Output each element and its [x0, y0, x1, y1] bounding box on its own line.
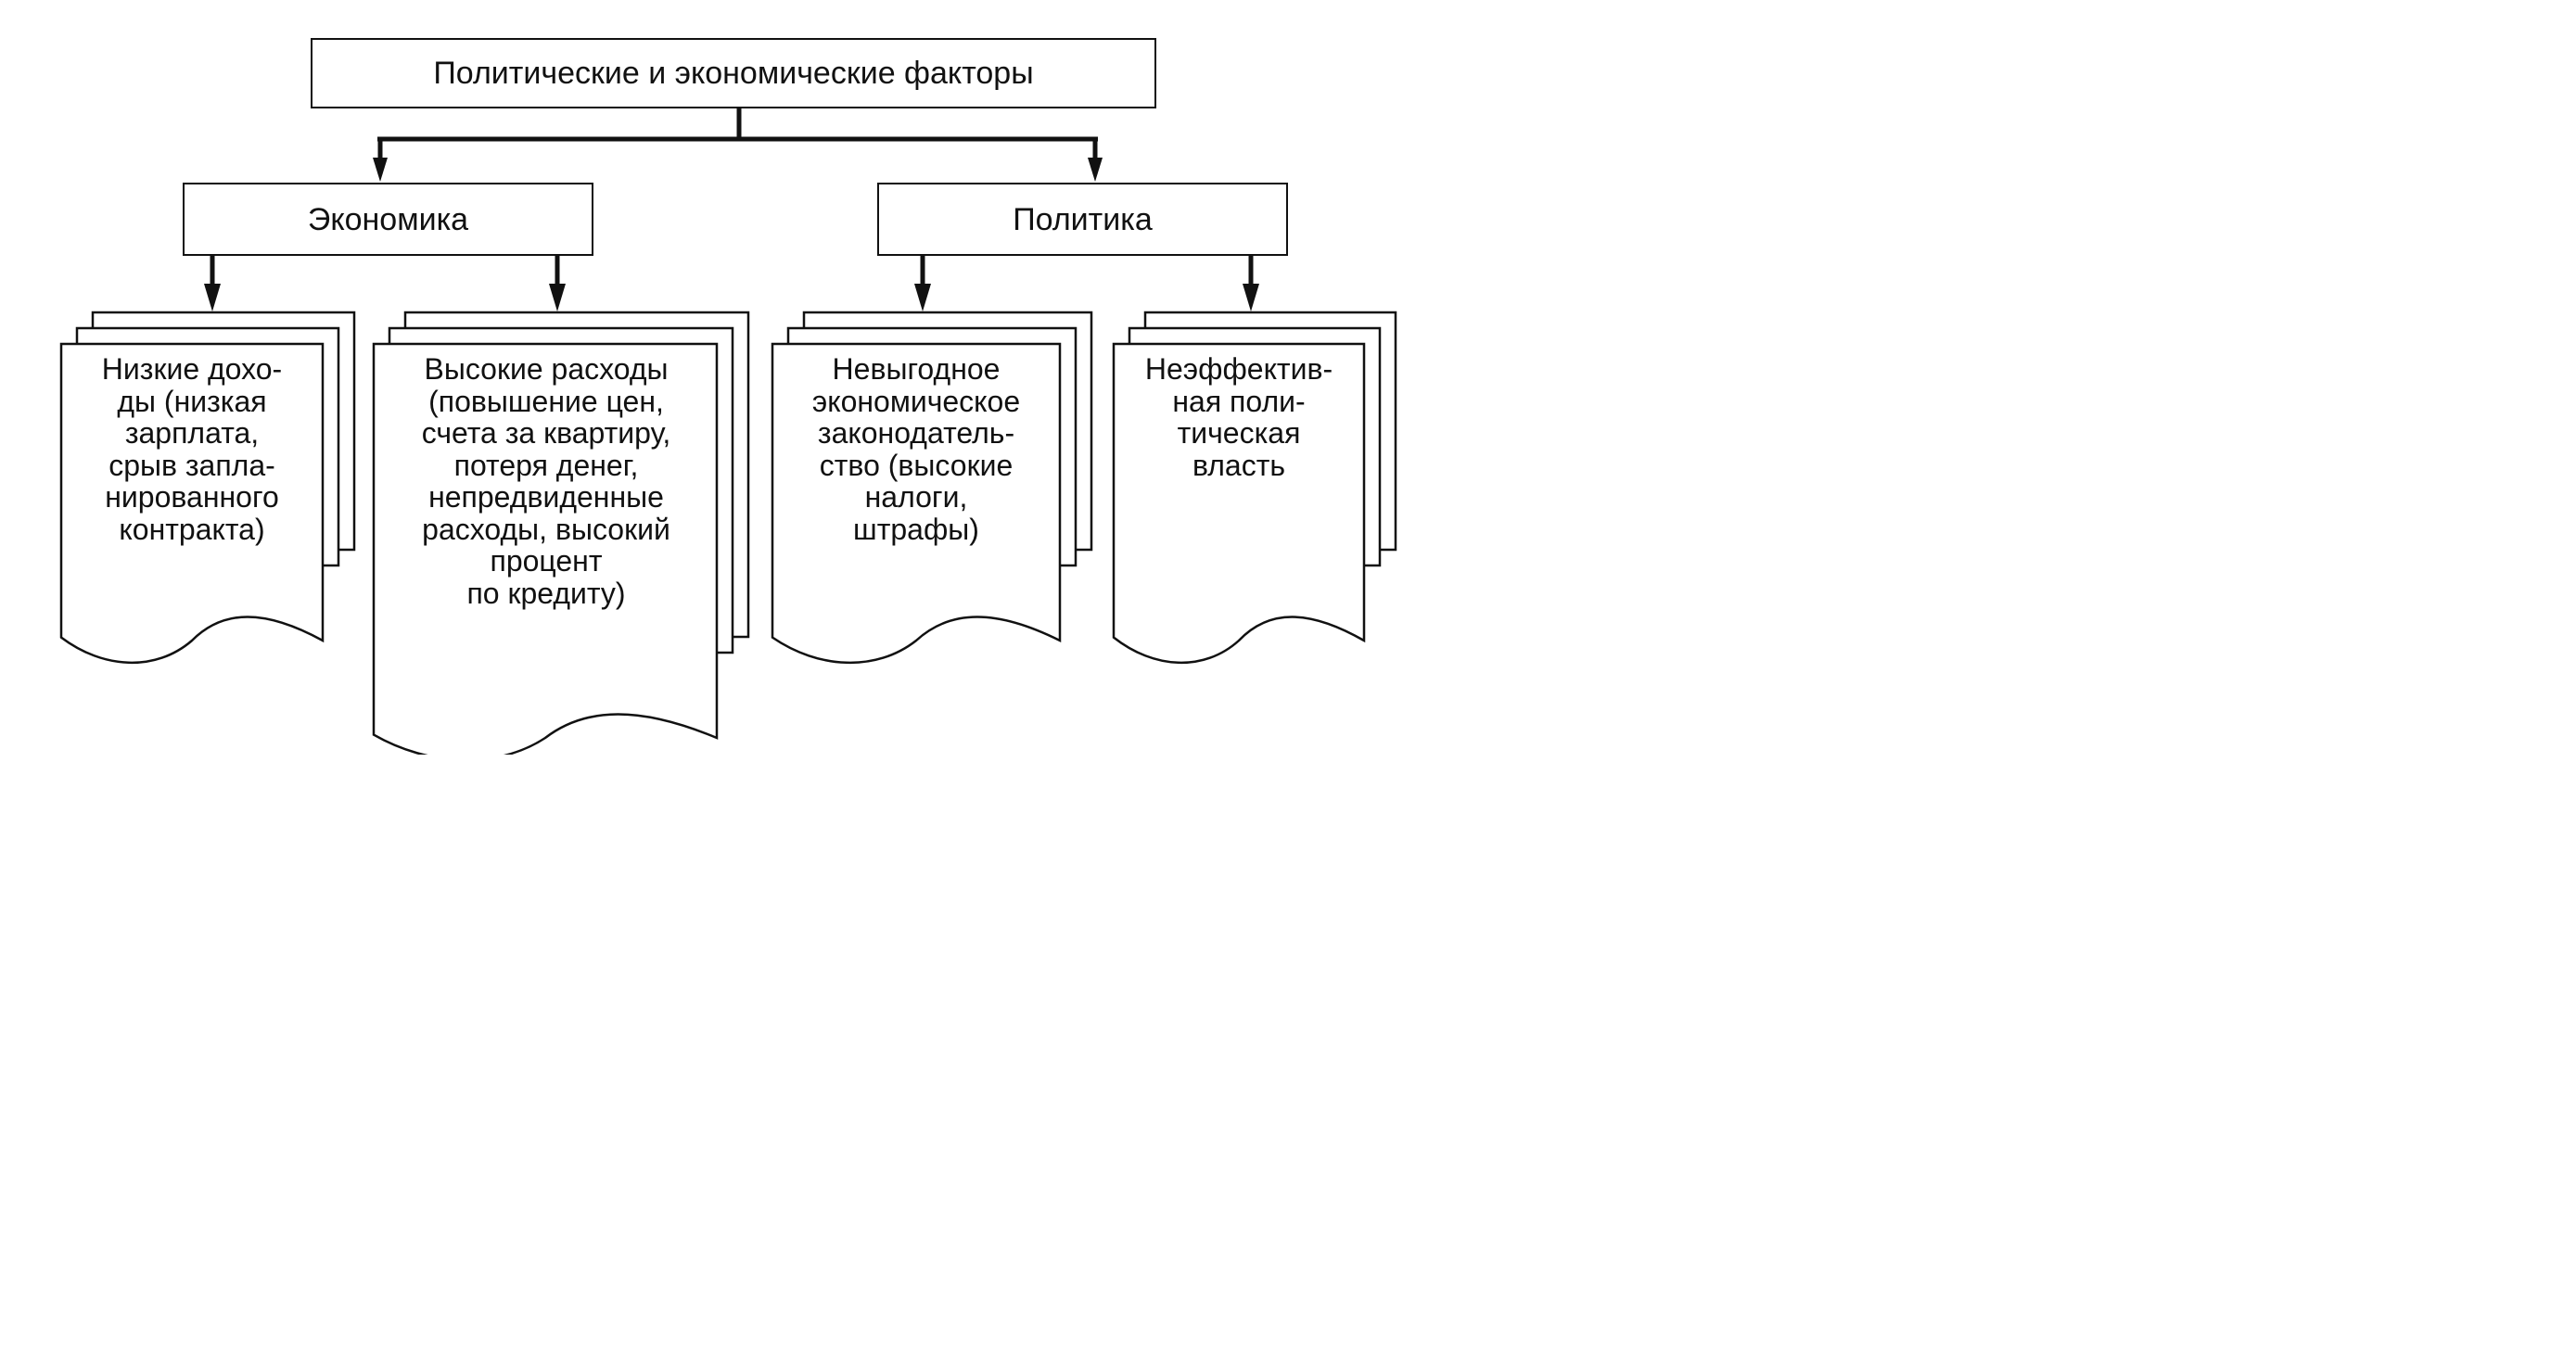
- arrow-politics-to-doc3: [914, 255, 931, 311]
- sheet-front: [59, 342, 325, 665]
- arrow-root-to-economy: [373, 139, 388, 182]
- root-connector: [377, 108, 1098, 142]
- arrow-economy-to-doc1: [204, 255, 221, 311]
- document-text-high-expenses: Высокие расходы (повышение цен, счета за…: [421, 352, 671, 610]
- root-box: Политические и экономические факторы: [311, 38, 1156, 108]
- sheet-front: [372, 342, 719, 755]
- document-stack-ineffective-power: [1112, 311, 1397, 665]
- sheet-front: [771, 342, 1062, 665]
- arrow-economy-to-doc2: [549, 255, 566, 311]
- arrow-root-to-politics: [1088, 139, 1103, 182]
- root-label: Политические и экономические факторы: [433, 56, 1034, 91]
- document-text-ineffective-power: Неэффектив- ная поли- тическая власть: [1144, 352, 1333, 482]
- arrow-politics-to-doc4: [1243, 255, 1259, 311]
- document-text-low-income: Низкие дохо- ды (низкая зарплата, срыв з…: [101, 352, 283, 546]
- branch-label-politics: Политика: [1013, 201, 1153, 237]
- branch-box-politics: Политика: [877, 183, 1288, 256]
- diagram-canvas: [59, 108, 1397, 755]
- document-stack-high-expenses: [372, 311, 750, 755]
- document-text-unfavorable-legislation: Невыгодное экономическое законодатель- с…: [811, 352, 1021, 546]
- branch-box-economy: Экономика: [183, 183, 593, 256]
- branch-label-economy: Экономика: [307, 201, 469, 237]
- document-stack-unfavorable-legislation: [771, 311, 1093, 665]
- document-stack-low-income: [59, 311, 356, 665]
- sheet-front: [1112, 342, 1366, 665]
